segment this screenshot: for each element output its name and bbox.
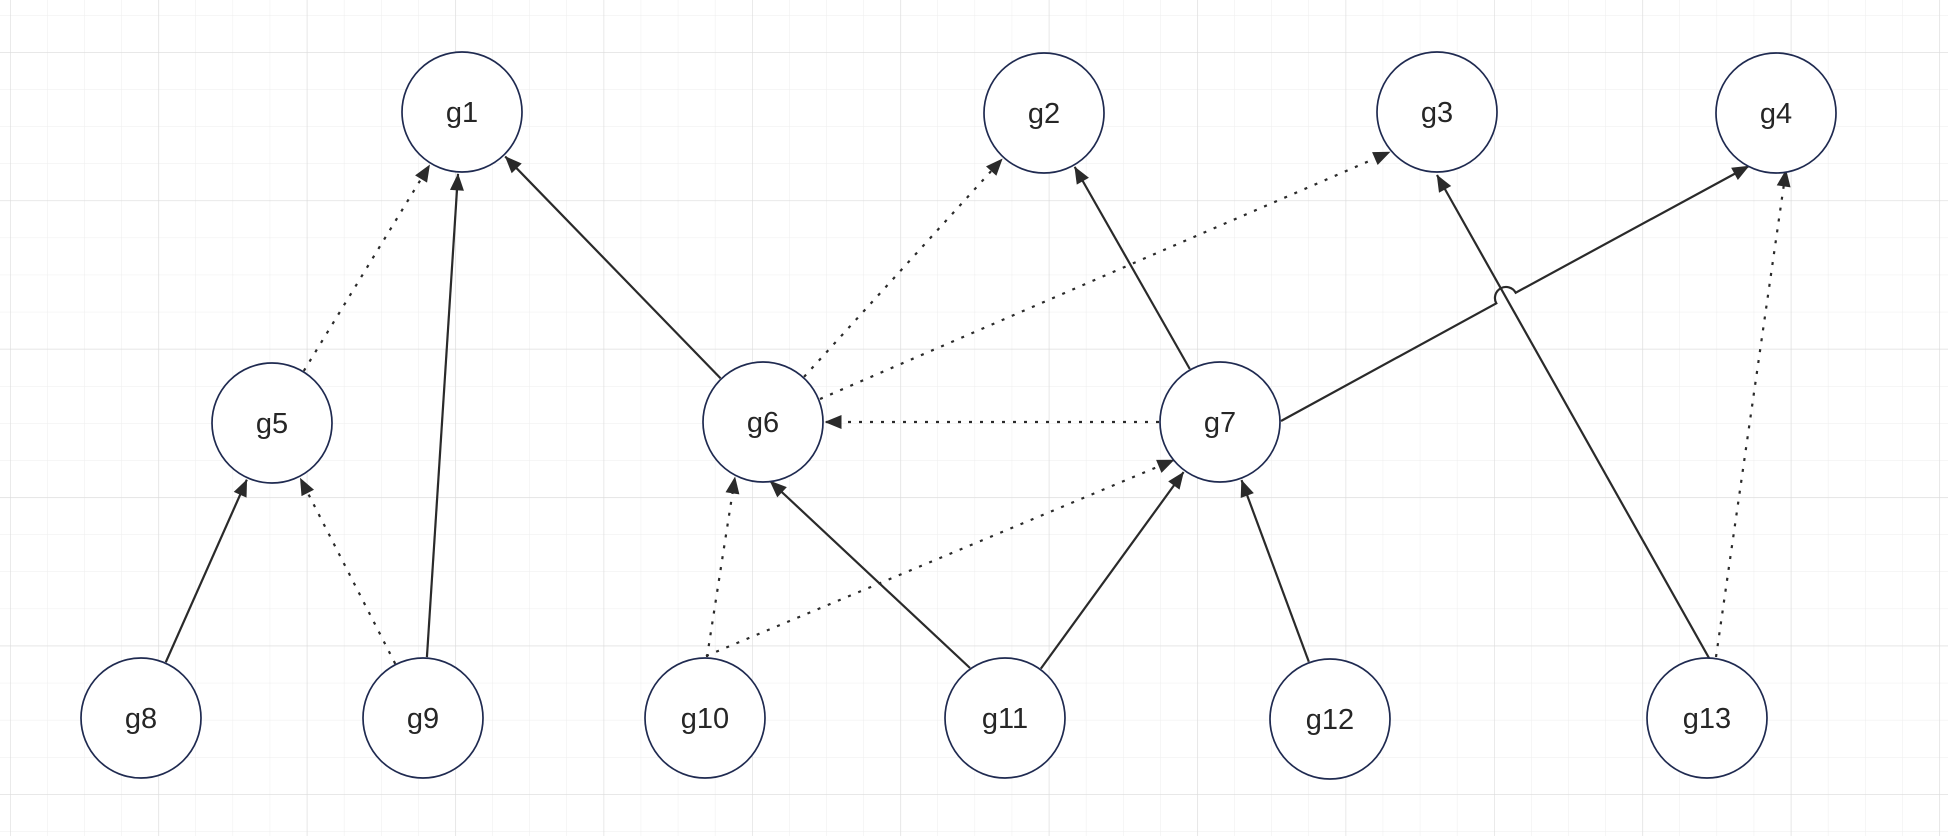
node-g12-circle[interactable] bbox=[1269, 658, 1391, 780]
node-g1-circle[interactable] bbox=[401, 51, 523, 173]
node-g8-circle[interactable] bbox=[80, 657, 202, 779]
nodes-layer: g1 g2 g3 g4 g5 g6 g7 g8 g9 g10 g11 g12 g13 bbox=[80, 51, 1837, 780]
edge-g6-g1[interactable] bbox=[504, 155, 722, 380]
node-g3-circle[interactable] bbox=[1376, 51, 1498, 173]
node-g7-circle[interactable] bbox=[1159, 361, 1281, 483]
edge-g8-g5[interactable] bbox=[164, 479, 248, 663]
node-g8[interactable]: g8 bbox=[80, 657, 202, 779]
node-g2-circle[interactable] bbox=[983, 52, 1105, 174]
edge-g13-g3[interactable] bbox=[1436, 174, 1710, 659]
node-g5[interactable]: g5 bbox=[211, 362, 333, 484]
edge-g7-g2[interactable] bbox=[1073, 166, 1191, 370]
node-g3[interactable]: g3 bbox=[1376, 51, 1498, 173]
edges-layer bbox=[164, 150, 1791, 670]
node-g4[interactable]: g4 bbox=[1715, 52, 1837, 174]
node-g13[interactable]: g13 bbox=[1646, 657, 1768, 779]
node-g10[interactable]: g10 bbox=[644, 657, 766, 779]
edge-g9-g5[interactable] bbox=[299, 477, 397, 665]
edge-g10-g7[interactable] bbox=[705, 458, 1175, 658]
edge-g7-g4[interactable] bbox=[1280, 165, 1750, 422]
edge-g11-g7[interactable] bbox=[1039, 471, 1185, 670]
node-g5-circle[interactable] bbox=[211, 362, 333, 484]
node-g6-circle[interactable] bbox=[702, 361, 824, 483]
node-g11-circle[interactable] bbox=[944, 657, 1066, 779]
node-g12[interactable]: g12 bbox=[1269, 658, 1391, 780]
node-g11[interactable]: g11 bbox=[944, 657, 1066, 779]
edge-g12-g7[interactable] bbox=[1240, 479, 1310, 663]
node-g9[interactable]: g9 bbox=[362, 657, 484, 779]
node-g7[interactable]: g7 bbox=[1159, 361, 1281, 483]
edge-g9-g1[interactable] bbox=[425, 173, 464, 658]
edge-g6-g3[interactable] bbox=[819, 150, 1391, 401]
node-g13-circle[interactable] bbox=[1646, 657, 1768, 779]
node-g2[interactable]: g2 bbox=[983, 52, 1105, 174]
node-g6[interactable]: g6 bbox=[702, 361, 824, 483]
node-g1[interactable]: g1 bbox=[401, 51, 523, 173]
node-g4-circle[interactable] bbox=[1715, 52, 1837, 174]
edge-g11-g6[interactable] bbox=[769, 480, 971, 669]
node-g10-circle[interactable] bbox=[644, 657, 766, 779]
node-g9-circle[interactable] bbox=[362, 657, 484, 779]
